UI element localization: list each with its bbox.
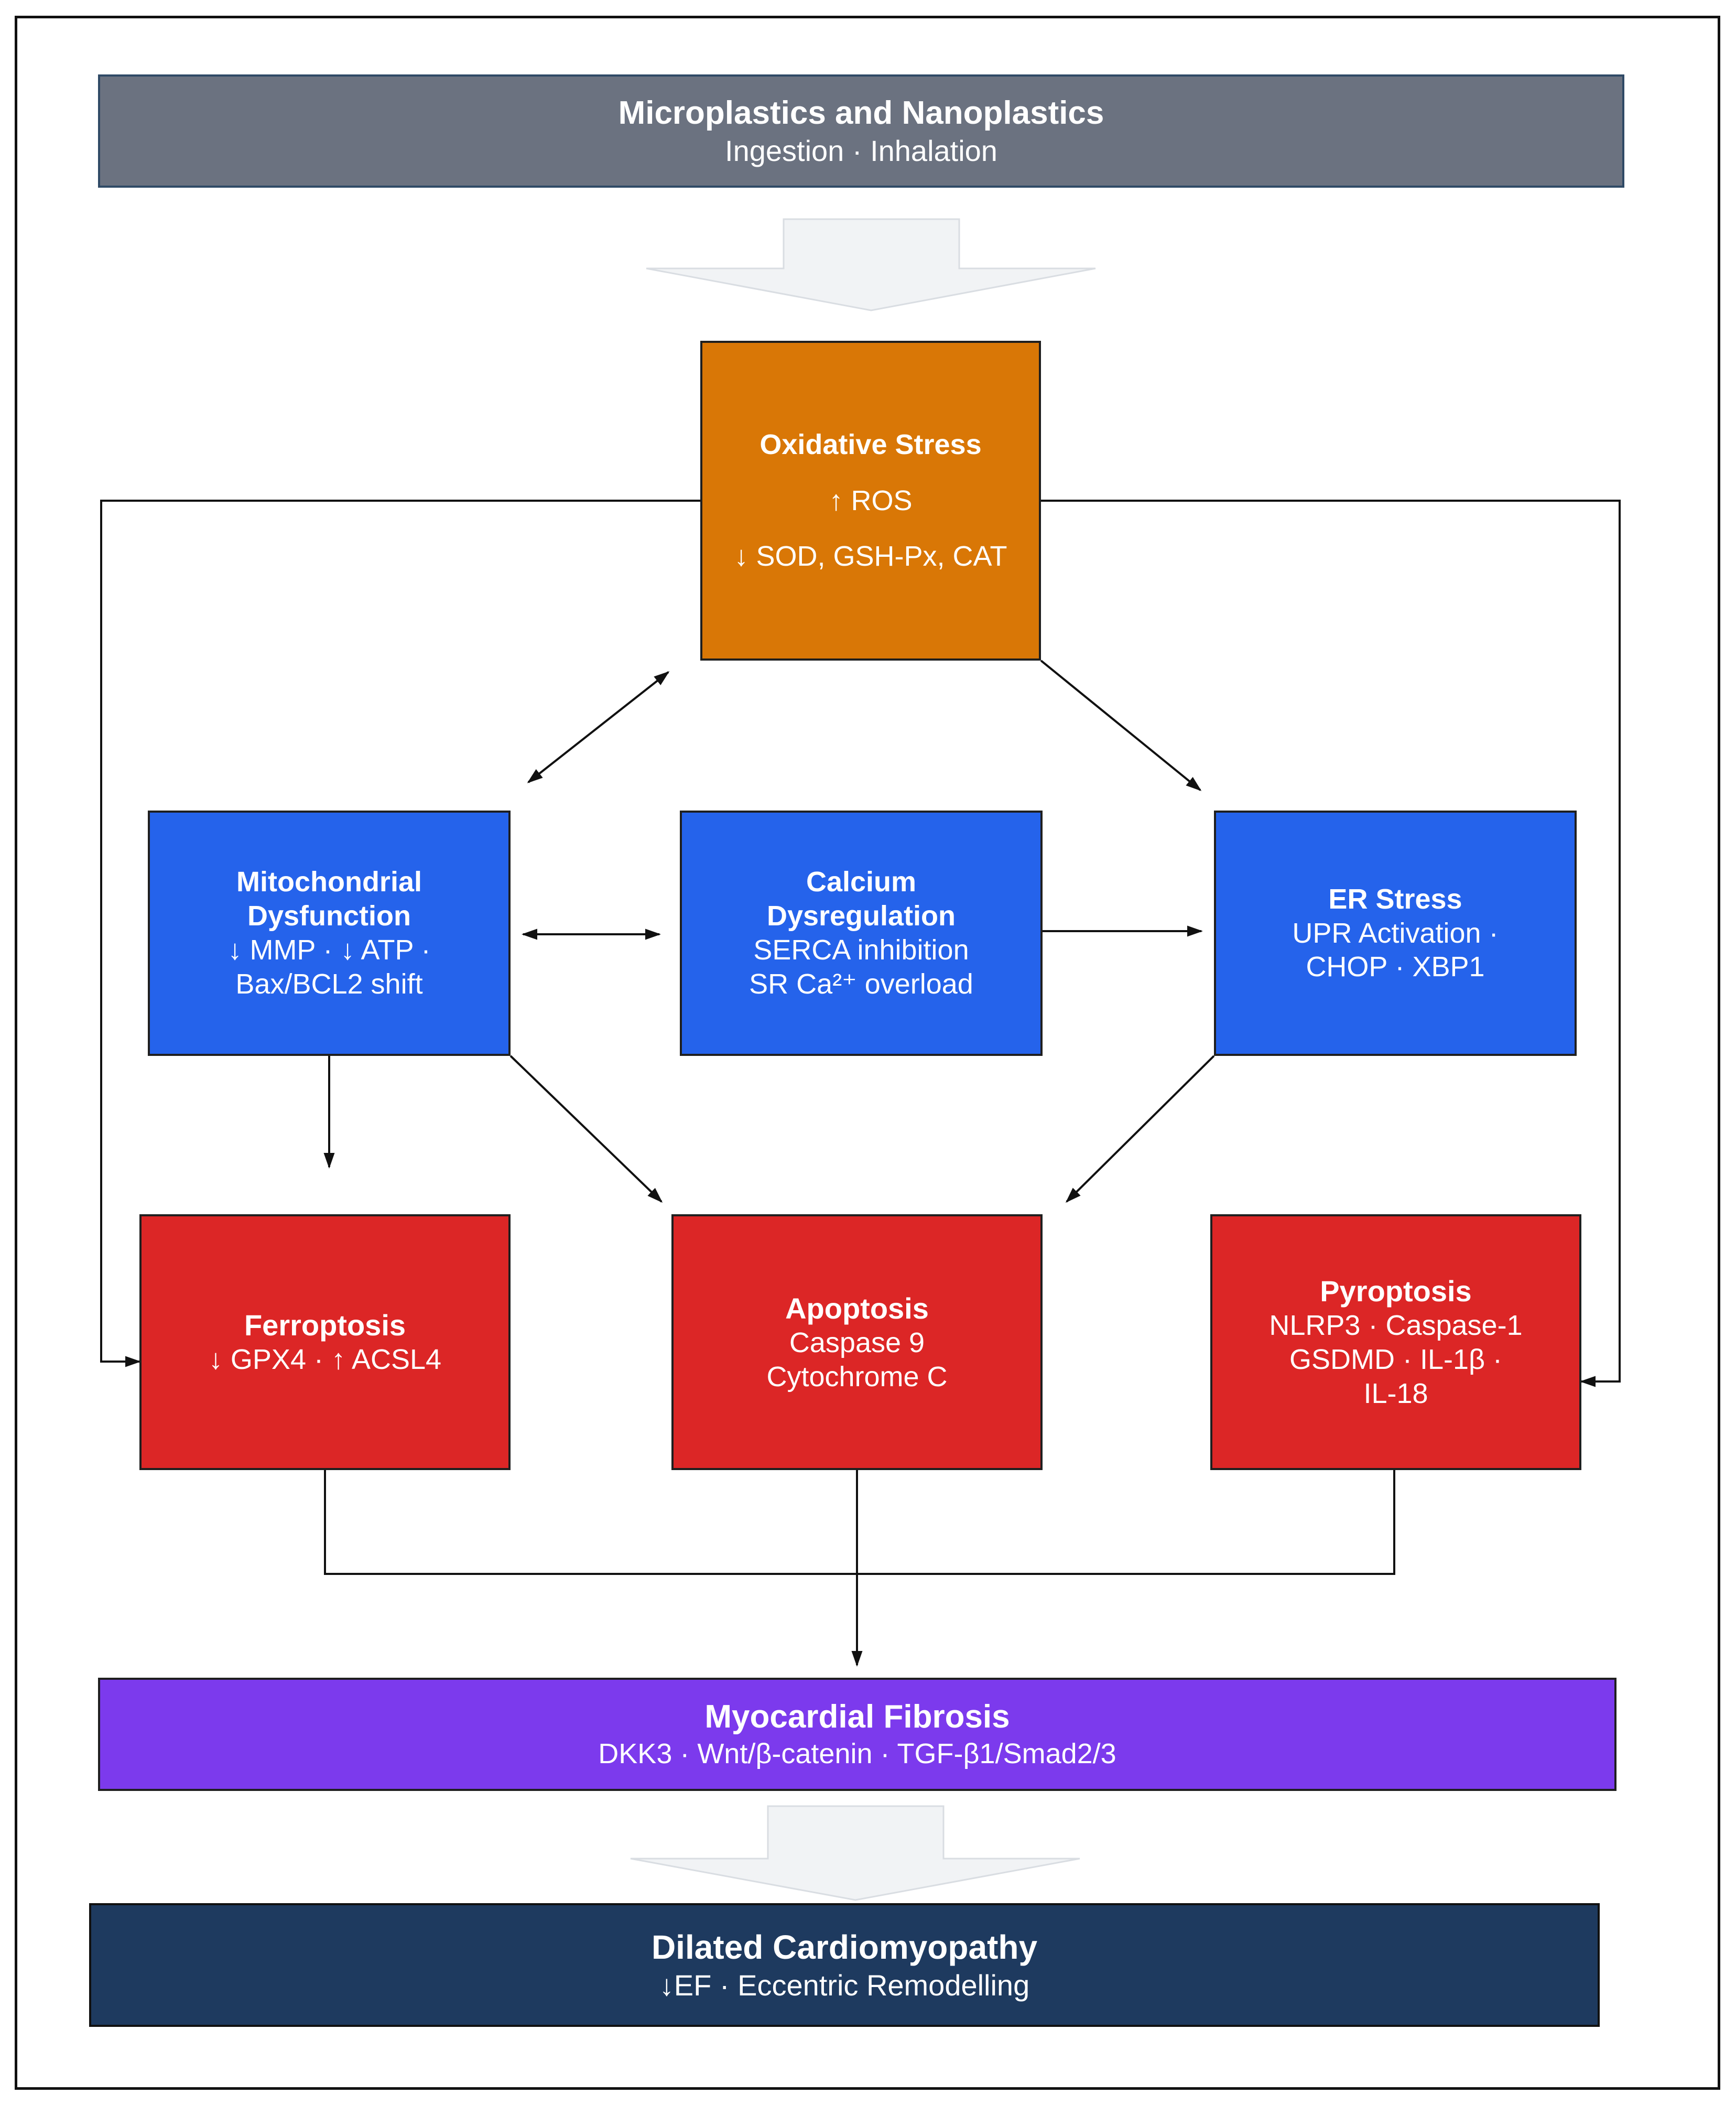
dcm-title: Dilated Cardiomyopathy xyxy=(651,1928,1038,1966)
pyroptosis-il18: IL-18 xyxy=(1363,1377,1428,1409)
pyroptosis-nlrp3: NLRP3 · Caspase-1 xyxy=(1269,1310,1523,1342)
er-stress-box: ER Stress UPR Activation · CHOP · XBP1 xyxy=(1214,811,1577,1056)
ferroptosis-title: Ferroptosis xyxy=(244,1309,406,1342)
mito-markers: ↓ MMP · ↓ ATP · xyxy=(227,934,431,966)
oxidative-stress-ros: ↑ ROS xyxy=(829,484,913,516)
calcium-dysregulation-box: Calcium Dysregulation SERCA inhibition S… xyxy=(680,811,1043,1056)
apoptosis-box: Apoptosis Caspase 9 Cytochrome C xyxy=(671,1214,1043,1470)
ferroptosis-box: Ferroptosis ↓ GPX4 · ↑ ACSL4 xyxy=(139,1214,511,1470)
flow-arrow-top xyxy=(646,218,1096,311)
connector-ferroptosis-merge xyxy=(324,1470,1395,1575)
source-title: Microplastics and Nanoplastics xyxy=(618,95,1104,132)
connector-oxidative-mito xyxy=(527,671,670,783)
mitochondrial-dysfunction-box: Mitochondrial Dysfunction ↓ MMP · ↓ ATP … xyxy=(148,811,511,1056)
pyroptosis-gsdmd: GSDMD · IL-1β · xyxy=(1289,1344,1503,1376)
calcium-title-line-1: Calcium xyxy=(806,866,917,898)
connector-er-apoptosis xyxy=(1065,1055,1215,1203)
calcium-sr-overload: SR Ca²⁺ overload xyxy=(749,968,973,1000)
connector-oxidative-er xyxy=(1040,660,1202,791)
mito-title-line-2: Dysfunction xyxy=(247,900,411,932)
apoptosis-caspase: Caspase 9 xyxy=(789,1326,925,1358)
apoptosis-cytochrome: Cytochrome C xyxy=(766,1361,948,1392)
oxidative-stress-box: Oxidative Stress ↑ ROS ↓ SOD, GSH-Px, CA… xyxy=(700,341,1041,661)
oxidative-stress-title: Oxidative Stress xyxy=(760,428,982,460)
connector-oxidative-ferroptosis xyxy=(100,500,700,1367)
connector-oxidative-pyroptosis xyxy=(1041,500,1621,1387)
dcm-features: ↓EF · Eccentric Remodelling xyxy=(659,1968,1030,2002)
myocardial-fibrosis-banner: Myocardial Fibrosis DKK3 · Wnt/β-catenin… xyxy=(98,1678,1616,1791)
calcium-title-line-2: Dysregulation xyxy=(766,900,956,932)
connector-mito-apoptosis xyxy=(509,1055,663,1203)
er-stress-chop-xbp1: CHOP · XBP1 xyxy=(1306,951,1485,983)
pyroptosis-box: Pyroptosis NLRP3 · Caspase-1 GSDMD · IL-… xyxy=(1210,1214,1581,1470)
pyroptosis-title: Pyroptosis xyxy=(1320,1275,1472,1308)
fibrosis-title: Myocardial Fibrosis xyxy=(704,1699,1010,1735)
fibrosis-pathways: DKK3 · Wnt/β-catenin · TGF-β1/Smad2/3 xyxy=(598,1737,1116,1769)
er-stress-title: ER Stress xyxy=(1328,883,1462,915)
flow-arrow-bottom xyxy=(630,1805,1080,1901)
mito-bax-bcl2: Bax/BCL2 shift xyxy=(235,968,423,1000)
dilated-cardiomyopathy-banner: Dilated Cardiomyopathy ↓EF · Eccentric R… xyxy=(89,1903,1600,2027)
source-routes: Ingestion · Inhalation xyxy=(725,134,997,167)
figure-frame xyxy=(15,16,1720,2090)
microplastics-source-banner: Microplastics and Nanoplastics Ingestion… xyxy=(98,74,1624,188)
calcium-serca: SERCA inhibition xyxy=(753,934,969,966)
ferroptosis-markers: ↓ GPX4 · ↑ ACSL4 xyxy=(208,1344,442,1376)
apoptosis-title: Apoptosis xyxy=(785,1291,929,1325)
er-stress-upr: UPR Activation · xyxy=(1292,917,1499,949)
oxidative-stress-enzymes: ↓ SOD, GSH-Px, CAT xyxy=(734,541,1007,573)
mito-title-line-1: Mitochondrial xyxy=(236,866,422,898)
